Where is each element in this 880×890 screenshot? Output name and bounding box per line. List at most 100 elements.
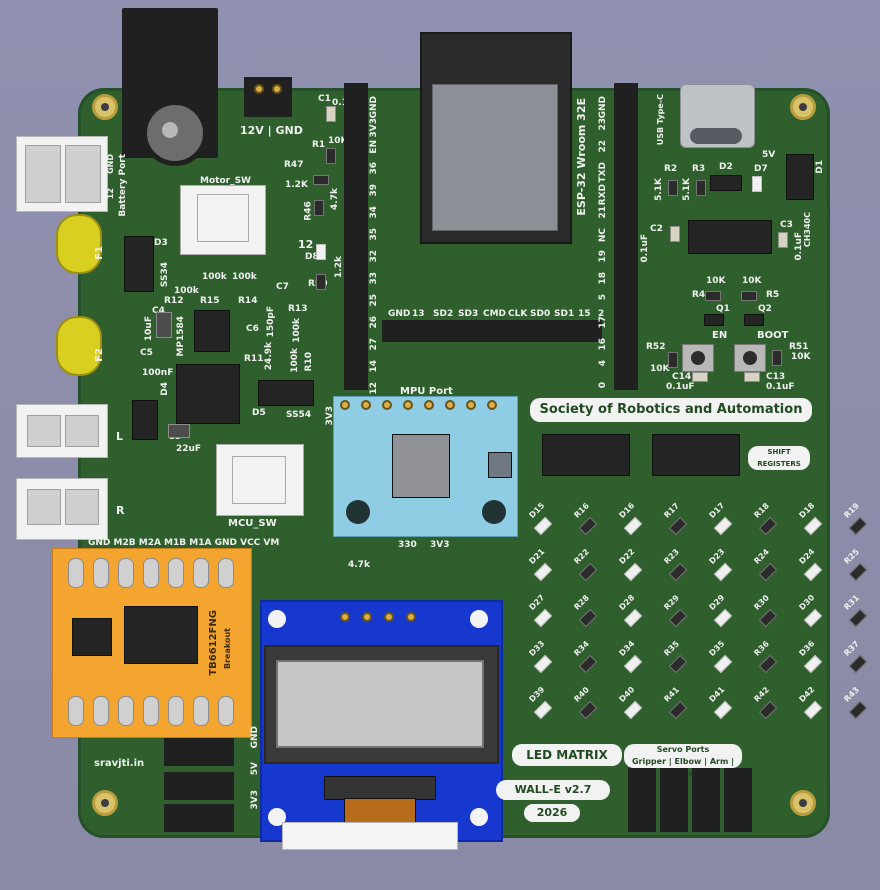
connector-slot [65, 489, 99, 525]
q1 [704, 314, 724, 326]
breakout-pad [143, 558, 159, 588]
r52-label: R52 [646, 342, 666, 352]
servo-header-base[interactable] [724, 768, 752, 832]
pin-label: RXD [598, 184, 608, 206]
pin-label: 13 [412, 309, 425, 319]
motor-connector-l[interactable] [16, 404, 108, 458]
pin-label: 23 [598, 118, 608, 131]
c13-value: 0.1uF [766, 382, 795, 392]
d3 [124, 236, 154, 292]
led-matrix-resistor [848, 516, 868, 536]
boot-button[interactable] [734, 344, 766, 372]
pin-label: GND [388, 309, 411, 319]
left-header-row [344, 83, 368, 390]
five-v-label: 5V [762, 150, 776, 160]
tb6612-label: TB6612FNG [208, 610, 219, 676]
r13-label: R13 [288, 304, 308, 314]
right-port-label: R [116, 504, 125, 517]
pin-label: 26 [369, 316, 379, 329]
boot-button-cap[interactable] [743, 351, 757, 365]
q2 [744, 314, 764, 326]
r47-label: R47 [284, 160, 304, 170]
mpu-pin [466, 400, 476, 410]
en-label: EN [712, 330, 728, 341]
r48-label: 330 [398, 540, 417, 550]
r50-value: 1.2k [333, 256, 344, 278]
connector-slot [27, 415, 61, 447]
c14-value: 0.1uF [666, 382, 695, 392]
breakout-pad [143, 696, 159, 726]
r50 [316, 274, 326, 290]
c1-label: C1 [318, 94, 331, 104]
c4 [156, 312, 172, 338]
pin-label: 3V3 [369, 118, 379, 138]
usb-label: USB Type-C [656, 94, 665, 146]
pin-label: SD3 [458, 309, 479, 319]
r10-value: 100k [290, 348, 300, 373]
motor-connector-r[interactable] [16, 478, 108, 540]
r13-value: 100k [292, 318, 302, 343]
pin-label: 15 [578, 309, 591, 319]
breakout-pad [68, 558, 84, 588]
fuse-f1 [56, 214, 102, 274]
pin-label: SD2 [433, 309, 454, 319]
c3-label: C3 [780, 220, 793, 230]
esp32-shield [432, 84, 558, 231]
servo-header-arm[interactable] [692, 768, 720, 832]
oled-screen [276, 660, 484, 748]
r2 [668, 180, 678, 196]
pin-label: CMD [483, 309, 507, 319]
mcu-switch-knob[interactable] [232, 456, 286, 504]
pin-label: 18 [598, 272, 608, 285]
breakout-pad [93, 696, 109, 726]
r52 [668, 352, 678, 368]
ch340-chip [688, 220, 772, 254]
servo-label-arm: Arm [709, 757, 729, 766]
year-label: 2026 [524, 804, 580, 822]
en-button[interactable] [682, 344, 714, 372]
gnd-label: GND [250, 726, 260, 749]
pin-label: 25 [369, 294, 379, 307]
inductor [176, 364, 240, 424]
d7-label: D7 [754, 164, 768, 174]
battery-connector[interactable] [16, 136, 108, 212]
oled-pin [406, 612, 416, 622]
mpu-mounting-hole [346, 500, 370, 524]
mpu-pin [424, 400, 434, 410]
r12-label: R12 [164, 296, 184, 306]
r61-label: 4.7k [348, 560, 370, 570]
c2-value: 0.1uF [640, 234, 650, 263]
r46-value: 4.7k [329, 188, 340, 210]
mp1584-label: MP1584 [176, 316, 186, 357]
servo-header-gripper[interactable] [628, 768, 656, 832]
d8-label: D8 [305, 252, 319, 262]
pin-label: 19 [598, 250, 608, 263]
d3-label: D3 [154, 238, 168, 248]
pin-label: 21 [598, 206, 608, 219]
connector-slot [65, 415, 99, 447]
r51 [772, 350, 782, 366]
sra-title: Society of Robotics and Automation [530, 398, 812, 422]
pin-label: 0 [598, 382, 608, 389]
bottom-bus-label: GND M2B M2A M1B M1A GND VCC VM [88, 538, 280, 548]
r3-value: 5.1K [682, 178, 692, 201]
motor-switch-knob[interactable] [197, 194, 249, 242]
pin-label: GND [369, 96, 379, 119]
shift-register-2 [652, 434, 740, 476]
mp1584-chip [194, 310, 230, 352]
boot-label: BOOT [757, 330, 789, 341]
bottom-pin-label-row: GND 13 SD2 SD3 CMD CLK SD0 SD1 15 2 [388, 309, 608, 321]
mounting-hole [790, 790, 816, 816]
r47-value: 1.2K [285, 180, 308, 190]
oled-hole [470, 808, 488, 826]
battery-12: 12 [106, 188, 115, 200]
r5 [741, 291, 757, 301]
servo-header-elbow[interactable] [660, 768, 688, 832]
en-button-cap[interactable] [691, 351, 705, 365]
d2-label: D2 [719, 162, 733, 172]
led-matrix-resistor [848, 700, 868, 720]
pin-label: 16 [598, 338, 608, 351]
mpu-pin [403, 400, 413, 410]
dc-jack-pin [162, 122, 178, 138]
usb-opening [690, 128, 742, 144]
